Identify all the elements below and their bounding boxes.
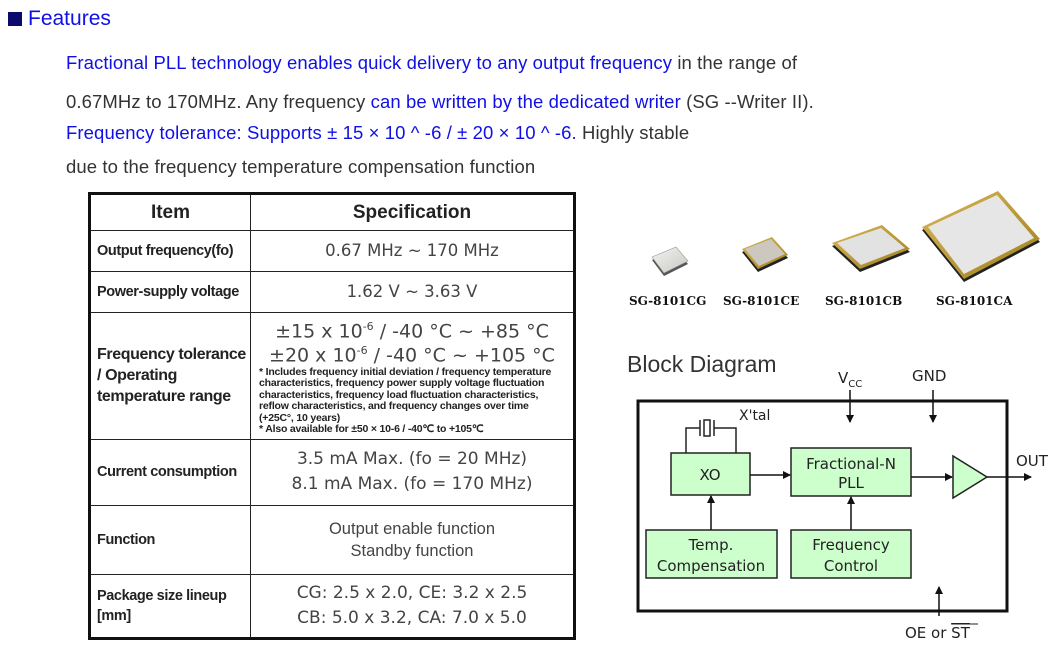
table-row: Output frequency(fo) 0.67 MHz ~ 170 MHz <box>89 230 575 272</box>
square-bullet-icon <box>8 12 22 26</box>
pll-block <box>790 447 912 497</box>
product-label: SG-8101CG <box>629 294 707 308</box>
temp-compensation-block <box>645 529 778 579</box>
table-row: Frequency tolerance / Operating temperat… <box>89 312 575 440</box>
chip-outline <box>636 399 1009 613</box>
tolerance-line-2: ±20 x 10-6 / -40 °C ~ +105 °C <box>269 344 555 367</box>
intro-highlight: can be written by the dedicated writer <box>370 91 681 112</box>
product-image-ce <box>742 237 788 272</box>
intro-text: due to the frequency temperature compens… <box>66 156 536 177</box>
header-item: Item <box>89 193 251 231</box>
frequency-control-block <box>790 529 912 579</box>
tolerance-line-1: ±15 x 10-6 / -40 °C ~ +85 °C <box>275 320 549 343</box>
product-photos <box>651 191 1040 282</box>
function-line-2: Standby function <box>350 541 474 560</box>
intro-line-3: Frequency tolerance: Supports ± 15 × 10 … <box>66 121 689 145</box>
current-line-1: 3.5 mA Max. (fo = 20 MHz) <box>296 449 528 470</box>
intro-highlight: Frequency tolerance: Supports ± 15 × 10 … <box>66 122 577 143</box>
out-label: OUT <box>1016 452 1049 470</box>
function-line-1: Output enable function <box>328 519 496 538</box>
freq-label-1: Frequency <box>812 536 890 554</box>
package-line-2: CB: 5.0 x 3.2, CA: 7.0 x 5.0 <box>297 607 527 628</box>
section-header: Features <box>8 4 111 34</box>
table-row: Power-supply voltage 1.62 V ~ 3.63 V <box>89 271 575 313</box>
package-line-1: CG: 2.5 x 2.0, CE: 3.2 x 2.5 <box>296 582 528 603</box>
product-image-ca <box>922 191 1040 282</box>
intro-text: 0.67MHz to 170MHz. Any frequency <box>66 91 371 112</box>
spec-value: 3.5 mA Max. (fo = 20 MHz) 8.1 mA Max. (f… <box>250 438 575 506</box>
item-label: Frequency tolerance / Operating temperat… <box>89 312 251 440</box>
item-label: Package size lineup [mm] <box>89 573 251 639</box>
section-title: Features <box>28 7 111 30</box>
spec-value: ±15 x 10-6 / -40 °C ~ +85 °C ±20 x 10-6 … <box>250 312 575 440</box>
product-label: SG-8101CE <box>723 294 800 308</box>
product-label: SG-8101CB <box>825 294 903 308</box>
oe-st-label: OE or ST <box>905 624 971 642</box>
intro-line-4: due to the frequency temperature compens… <box>66 155 535 179</box>
tolerance-note: * Includes frequency initial deviation /… <box>259 365 552 436</box>
product-image-cg <box>651 246 689 276</box>
spec-value: 1.62 V ~ 3.63 V <box>250 271 575 313</box>
header-specification: Specification <box>250 193 575 231</box>
xo-label: XO <box>699 466 720 484</box>
table-header-row: Item Specification <box>89 193 575 231</box>
spec-value: CG: 2.5 x 2.0, CE: 3.2 x 2.5 CB: 5.0 x 3… <box>250 573 575 639</box>
gnd-label: GND <box>912 367 946 385</box>
pll-label-2: PLL <box>838 474 864 492</box>
item-label: Output frequency(fo) <box>89 230 251 272</box>
block-diagram-title: Block Diagram <box>627 351 777 377</box>
xtal-label: X'tal <box>739 408 770 424</box>
temp-label-2: Compensation <box>657 557 765 575</box>
table-row: Function Output enable function Standby … <box>89 504 575 575</box>
pll-label-1: Fractional-N <box>806 455 896 473</box>
intro-line-1: Fractional PLL technology enables quick … <box>66 51 797 75</box>
table-row: Current consumption 3.5 mA Max. (fo = 20… <box>89 438 575 506</box>
intro-highlight: Fractional PLL technology enables quick … <box>66 52 673 73</box>
product-image-cb <box>832 225 910 272</box>
freq-label-2: Control <box>824 557 878 575</box>
intro-text: Highly stable <box>576 122 690 143</box>
block-diagram: VCC GND X'tal XO Fractional-N PLL OUT Te… <box>636 367 1049 642</box>
spec-value: 0.67 MHz ~ 170 MHz <box>250 230 575 272</box>
current-line-2: 8.1 mA Max. (fo = 170 MHz) <box>291 474 533 495</box>
crystal-icon <box>685 419 737 453</box>
product-lineup: SG-8101CG SG-8101CE SG-8101CB SG-8101CA <box>620 190 1050 310</box>
intro-line-2: 0.67MHz to 170MHz. Any frequency can be … <box>66 90 814 114</box>
item-label: Function <box>89 504 251 575</box>
vcc-label: VCC <box>838 369 862 390</box>
item-label: Power-supply voltage <box>89 271 251 313</box>
xo-block <box>670 452 751 496</box>
spec-value: Output enable function Standby function <box>250 504 575 575</box>
intro-text: in the range of <box>672 52 798 73</box>
spec-table: Item Specification Output frequency(fo) … <box>88 192 576 640</box>
item-label: Current consumption <box>89 438 251 506</box>
product-label: SG-8101CA <box>936 294 1013 308</box>
intro-text: (SG --Writer II). <box>680 91 814 112</box>
temp-label-1: Temp. <box>688 536 734 554</box>
output-buffer-icon <box>952 454 989 500</box>
table-row: Package size lineup [mm] CG: 2.5 x 2.0, … <box>89 573 575 639</box>
